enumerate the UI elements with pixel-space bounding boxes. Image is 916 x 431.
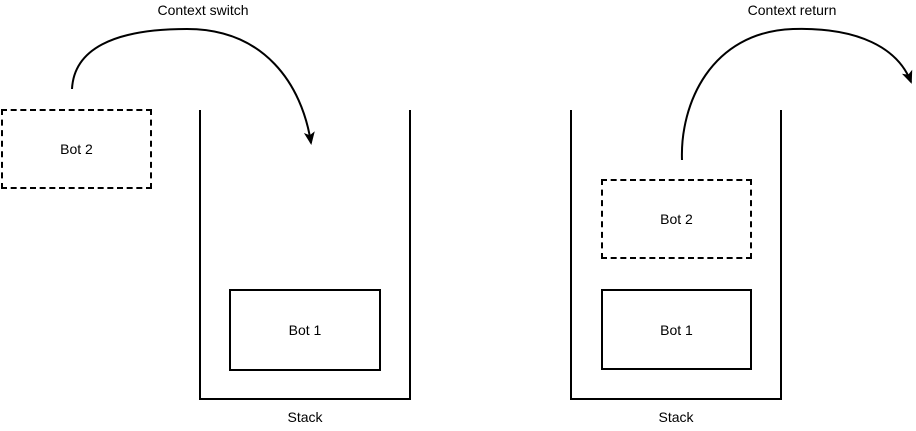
left-stack-container <box>199 110 411 400</box>
right-bot1-box: Bot 1 <box>601 289 752 370</box>
right-stack-caption: Stack <box>658 409 694 425</box>
bot2-stacked-box-label: Bot 2 <box>660 211 693 227</box>
context-switch-label: Context switch <box>157 2 249 18</box>
bot2-floating-box: Bot 2 <box>1 109 152 189</box>
bot2-stacked-box: Bot 2 <box>601 179 752 259</box>
bot2-floating-box-label: Bot 2 <box>60 141 93 157</box>
left-stack-caption: Stack <box>287 409 323 425</box>
left-bot1-box: Bot 1 <box>229 289 381 371</box>
context-return-label: Context return <box>747 2 837 18</box>
right-bot1-box-label: Bot 1 <box>660 321 693 338</box>
left-bot1-box-label: Bot 1 <box>288 322 322 338</box>
right-stack-container <box>570 110 782 400</box>
